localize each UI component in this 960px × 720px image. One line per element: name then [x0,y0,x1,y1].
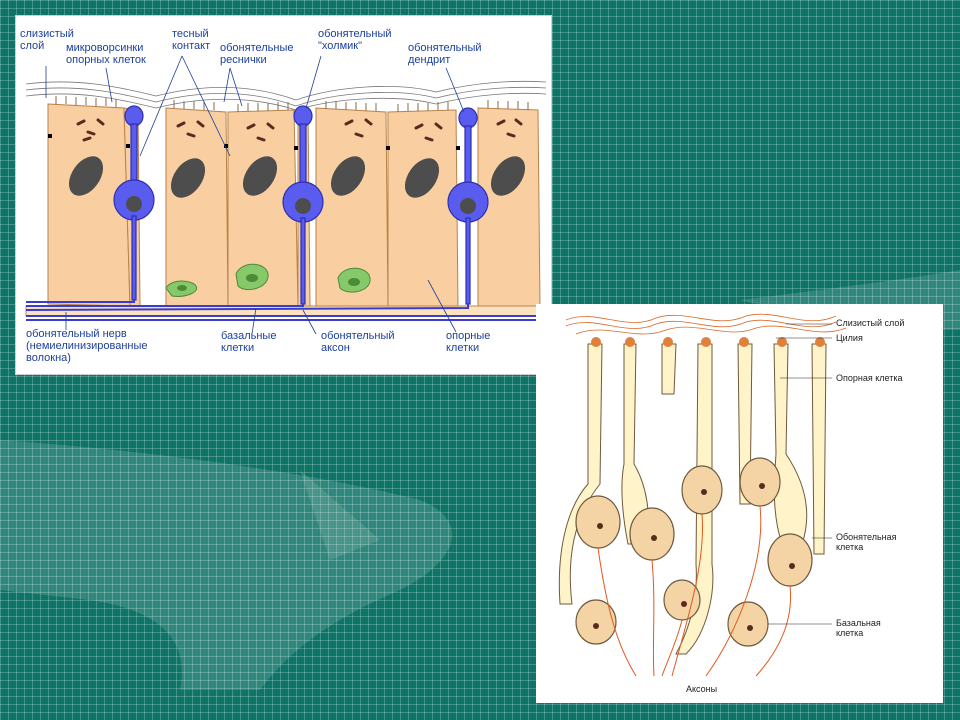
label-microvilli: микроворсинки опорных клеток [66,42,146,66]
label-mucus-layer: слизистый слой [20,28,74,52]
label-olfactory-knob: обонятельный "холмик" [318,28,392,52]
label-olfactory-nerve: обонятельный нерв (немиелинизированные в… [26,328,148,364]
schematic-drawing [25,55,547,335]
label-cilia: обонятельные реснички [220,42,294,66]
label-supporting-cell-ru: Опорная клетка [836,373,903,383]
label-axons-ru: Аксоны [686,684,718,694]
olfactory-epithelium-illustration: Слизистый слой Цилия Опорная клетка Обон… [536,304,943,703]
label-basal-cells: базальные клетки [221,330,277,354]
label-tight-junction: тесный контакт [172,28,211,52]
label-basal-cell-ru: Базальная клетка [836,618,881,638]
label-olfactory-axon: обонятельный аксон [321,330,395,354]
illustration-drawing [558,313,847,677]
label-olfactory-dendrite: обонятельный дендрит [408,42,482,66]
label-mucus-layer-ru: Слизистый слой [836,318,905,328]
label-olfactory-cell-ru: Обонятельная клетка [836,532,897,552]
label-cilia-ru: Цилия [836,333,863,343]
label-supporting-cells: опорные клетки [446,330,491,354]
olfactory-epithelium-schematic: слизистый слой микроворсинки опорных кле… [15,15,552,375]
